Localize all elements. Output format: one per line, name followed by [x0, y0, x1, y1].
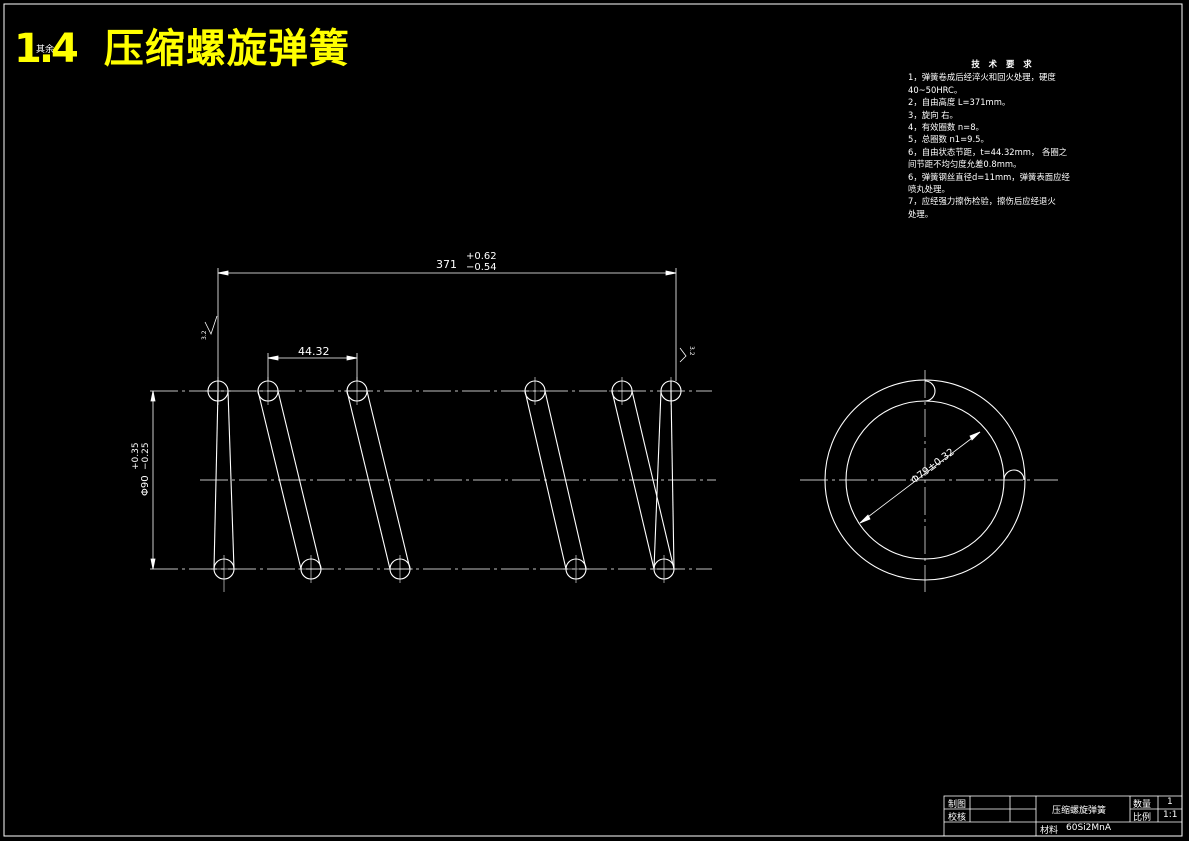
tech-line: 喷丸处理。 — [908, 184, 950, 195]
tb-checked-label: 校核 — [948, 813, 967, 823]
tb-material-label: 材料 — [1040, 826, 1059, 836]
roughness-value-left: 3.2 — [201, 330, 208, 340]
drawing-frame — [3, 3, 1183, 837]
tb-scale-label: 比例 — [1133, 813, 1152, 823]
tech-line: 间节距不均匀度允差0.8mm。 — [908, 159, 1022, 170]
dim-pitch-value: 44.32 — [298, 345, 330, 358]
tech-line: 40~50HRC。 — [908, 84, 963, 95]
roughness-value-right: 3.2 — [688, 346, 695, 356]
roughness-note: 其余 — [36, 45, 55, 55]
roughness-mark-left — [204, 315, 218, 336]
section-centermarks — [205, 377, 677, 592]
wire-end-top — [924, 380, 936, 402]
tb-part-name: 压缩螺旋弹簧 — [1052, 806, 1107, 816]
tb-qty-label: 数量 — [1133, 800, 1152, 810]
title-text: 压缩螺旋弹簧 — [103, 26, 350, 72]
dim-inner-dia — [859, 431, 981, 524]
roughness-mark-right — [679, 347, 687, 363]
title-block — [943, 795, 1183, 837]
side-centerlines — [800, 370, 1058, 592]
dim-outer-dia-lower: −0.25 — [141, 442, 151, 470]
dim-free-length-upper: +0.62 — [466, 251, 497, 262]
dim-outer-dia-value: Φ90 — [140, 475, 151, 496]
dim-pitch — [267, 353, 358, 381]
dim-free-length-value: 371 — [436, 258, 457, 271]
tech-line: 4，有效圈数 n=8。 — [908, 122, 984, 133]
tech-heading: 技 术 要 求 — [971, 59, 1035, 69]
tb-scale-value: 1:1 — [1163, 810, 1178, 820]
tech-line: 6，弹簧钢丝直径d=11mm，弹簧表面应经 — [908, 171, 1070, 182]
centerlines — [150, 390, 716, 570]
tech-line: 处理。 — [908, 208, 934, 219]
dim-outer-dia-upper: +0.35 — [131, 442, 141, 470]
tb-drawn-label: 制图 — [948, 800, 967, 810]
dim-inner-dia-value: Φ79±0.32 — [909, 447, 957, 487]
page-title: 1.4 压缩螺旋弹簧 — [14, 16, 350, 74]
tech-line: 1，弹簧卷成后经淬火和回火处理，硬度 — [908, 72, 1056, 83]
tech-line: 3，旋向 右。 — [908, 109, 958, 120]
dim-free-length — [217, 268, 677, 381]
title-number: 1.4 — [14, 26, 79, 72]
technical-requirements: 技 术 要 求 1，弹簧卷成后经淬火和回火处理，硬度 40~50HRC。 2，自… — [908, 58, 1098, 220]
wire-end-right — [1003, 469, 1025, 481]
tb-material-value: 60Si2MnA — [1066, 823, 1112, 833]
tb-qty-value: 1 — [1167, 797, 1173, 807]
dim-free-length-lower: −0.54 — [466, 262, 497, 273]
tech-line: 6，自由状态节距，t=44.32mm， 各圈之 — [908, 146, 1068, 157]
tech-line: 2，自由高度 L=371mm。 — [908, 97, 1011, 108]
tech-line: 7，应经强力擦伤检验，擦伤后应经退火 — [908, 196, 1056, 207]
tech-line: 5，总圈数 n1=9.5。 — [908, 134, 989, 145]
dim-outer-dia — [150, 390, 156, 570]
